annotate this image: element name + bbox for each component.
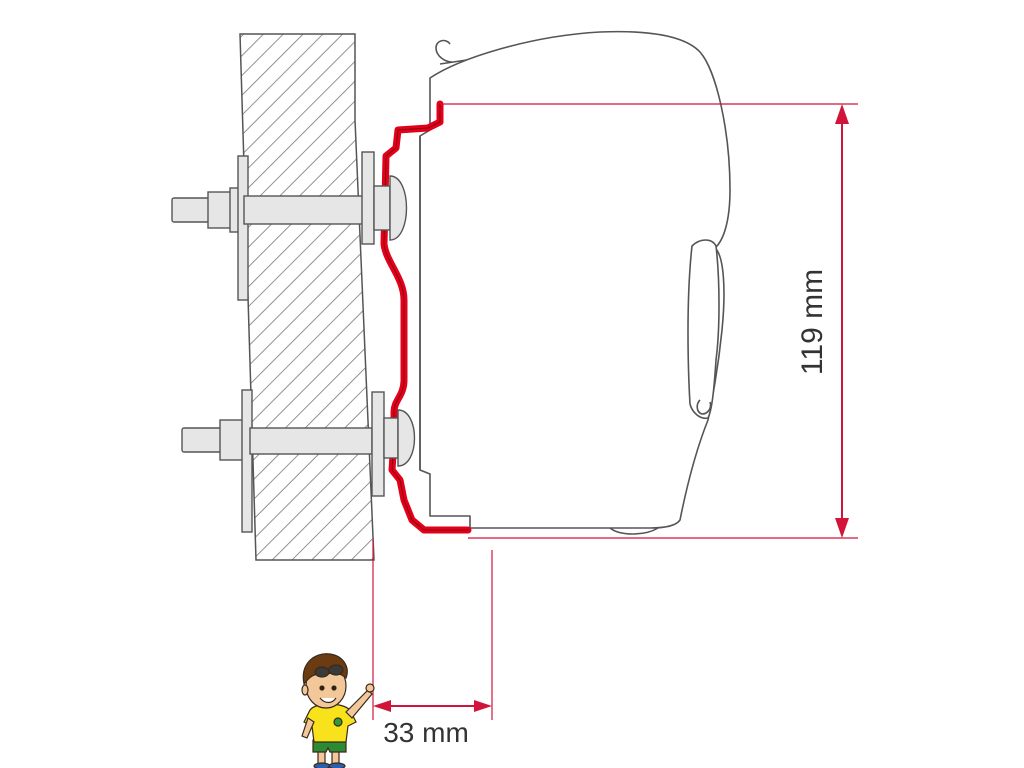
- wall-section: [239, 33, 375, 561]
- upper-bolt-assembly: [171, 151, 408, 301]
- depth-dimension-label: 33 mm: [383, 717, 469, 748]
- height-dimension: [440, 103, 858, 539]
- depth-dimension: [372, 540, 493, 720]
- mascot-boy-illustration: [301, 653, 375, 768]
- height-dimension-label: 119 mm: [796, 269, 829, 375]
- awning-cassette-profile: [419, 30, 731, 535]
- lower-bolt-assembly: [181, 389, 416, 533]
